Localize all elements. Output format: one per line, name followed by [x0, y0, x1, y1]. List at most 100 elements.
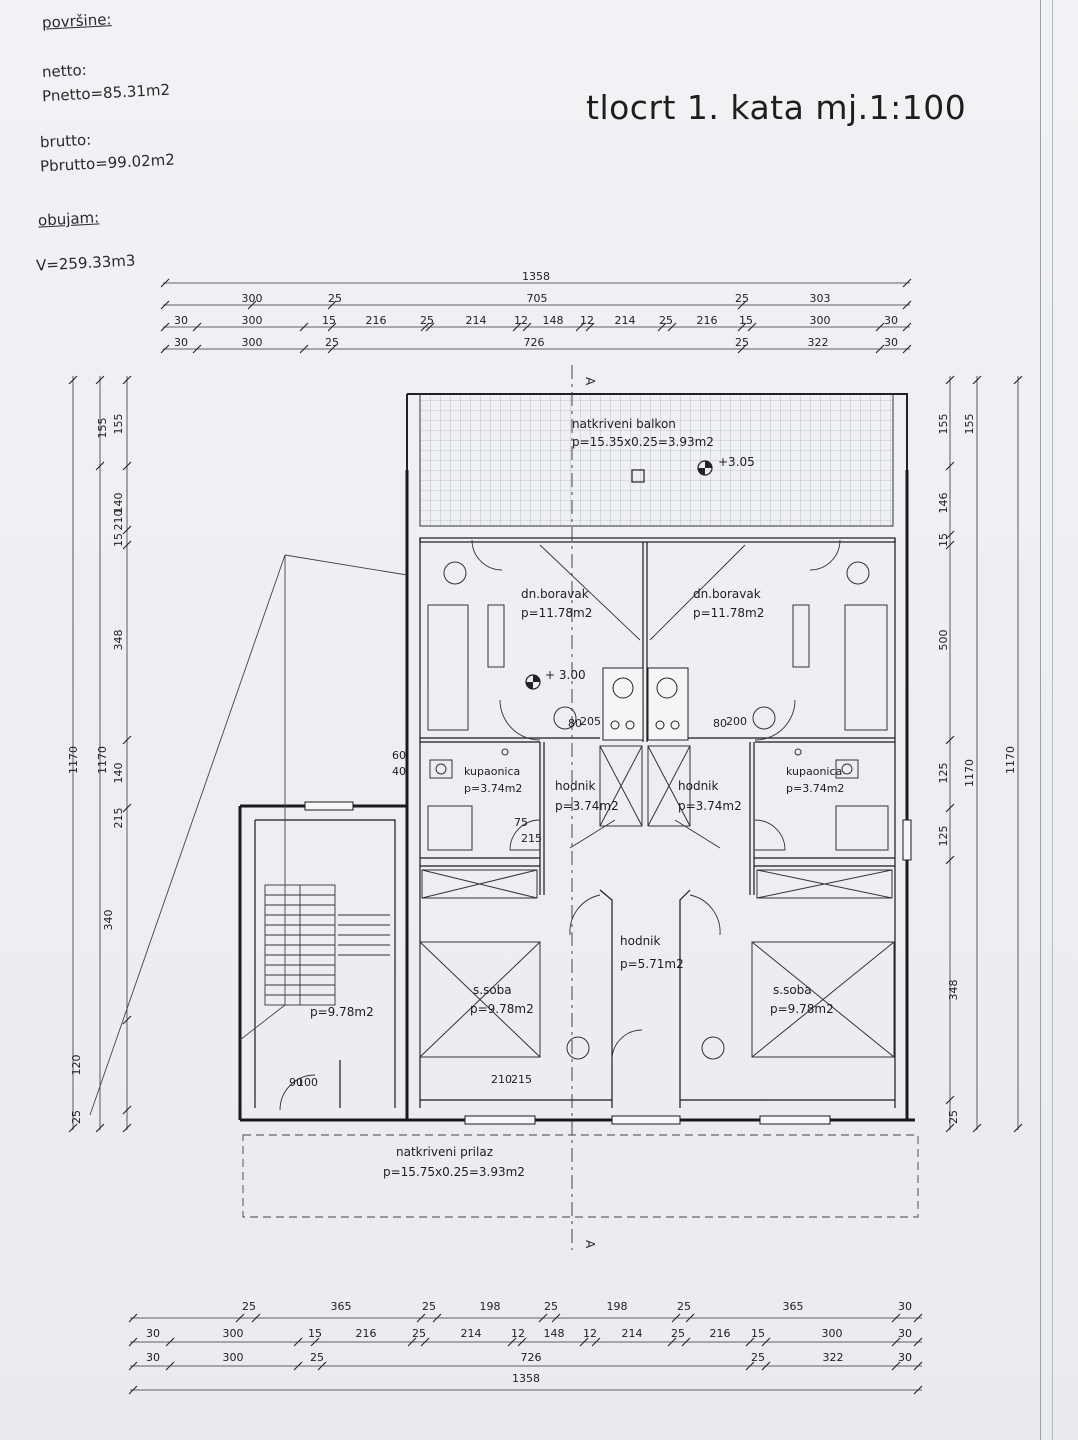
top-dim-row4-1: 300 — [242, 336, 263, 349]
door-label-1: 205 — [580, 715, 601, 728]
right-dim-4: 500 — [937, 630, 950, 651]
top-tick-25 — [299, 344, 309, 354]
bottom-dim-row2-3: 216 — [356, 1327, 377, 1340]
top-tick-18 — [667, 322, 677, 332]
hall-center-area: p=5.71m2 — [620, 957, 684, 971]
left-dim-6: 15 — [112, 533, 125, 547]
bottom-dim-row1-8: 30 — [898, 1300, 912, 1313]
bottom-tick-17 — [507, 1337, 517, 1347]
bed-left-area: p=9.78m2 — [470, 1002, 534, 1016]
bed-left-name: s.soba — [473, 983, 512, 997]
bottom-tick-30 — [317, 1361, 327, 1371]
top-tick-23 — [160, 344, 170, 354]
top-tick-17 — [657, 322, 667, 332]
bottom-tick-3 — [416, 1313, 426, 1323]
hall-right-name: hodnik — [678, 779, 719, 793]
side-tick-16 — [945, 530, 955, 540]
side-tick-17 — [945, 540, 955, 550]
bottom-dim-row1-3: 198 — [480, 1300, 501, 1313]
bottom-dim-row2-2: 15 — [308, 1327, 322, 1340]
bottom-tick-6 — [551, 1313, 561, 1323]
door-label-8: 210 — [491, 1073, 512, 1086]
side-tick-3 — [95, 461, 105, 471]
top-tick-29 — [902, 344, 912, 354]
top-tick-6 — [902, 300, 912, 310]
bottom-tick-18 — [517, 1337, 527, 1347]
elevation-marker-icon — [525, 460, 713, 690]
bottom-dim-row3-3: 726 — [521, 1351, 542, 1364]
top-dim-row2-3: 25 — [735, 292, 749, 305]
bottom-tick-22 — [681, 1337, 691, 1347]
bottom-dim-row2-5: 214 — [461, 1327, 482, 1340]
bottom-dim-row2-9: 214 — [622, 1327, 643, 1340]
bottom-tick-9 — [891, 1313, 901, 1323]
right-dim-8: 25 — [947, 1110, 960, 1124]
bottom-tick-4 — [432, 1313, 442, 1323]
side-tick-26 — [1013, 1123, 1023, 1133]
bottom-dim-row2-1: 300 — [223, 1327, 244, 1340]
bottom-tick-15 — [407, 1337, 417, 1347]
side-tick-8 — [122, 540, 132, 550]
top-tick-19 — [737, 322, 747, 332]
exterior-walls — [238, 470, 915, 1122]
left-dim-3: 155 — [96, 418, 109, 439]
top-dim-row3-10: 25 — [659, 314, 673, 327]
top-dim-row3-3: 216 — [366, 314, 387, 327]
bottom-tick-28 — [165, 1361, 175, 1371]
left-dim-5: 140 — [112, 493, 125, 514]
left-dim-10: 340 — [102, 910, 115, 931]
top-tick-5 — [737, 300, 747, 310]
approach-name: natkriveni prilaz — [396, 1145, 493, 1159]
side-tick-5 — [122, 375, 132, 385]
bottom-dim-row1-4: 25 — [544, 1300, 558, 1313]
side-tick-9 — [122, 735, 132, 745]
side-tick-18 — [945, 735, 955, 745]
left-dim-11: 120 — [70, 1055, 83, 1076]
side-tick-19 — [945, 803, 955, 813]
stair-area: p=9.78m2 — [310, 1005, 374, 1019]
side-tick-2 — [95, 375, 105, 385]
bottom-tick-26 — [913, 1337, 923, 1347]
bottom-tick-8 — [685, 1313, 695, 1323]
top-dim-row3-5: 214 — [466, 314, 487, 327]
door-label-7: 100 — [297, 1076, 318, 1089]
bed-right-area: p=9.78m2 — [770, 1002, 834, 1016]
bottom-dim-row1-7: 365 — [783, 1300, 804, 1313]
bottom-dim-row2-12: 15 — [751, 1327, 765, 1340]
left-dim-2: 210 — [112, 510, 125, 531]
bottom-tick-12 — [165, 1337, 175, 1347]
bottom-dim-row2-6: 12 — [511, 1327, 525, 1340]
left-dim-7: 348 — [112, 630, 125, 651]
interior-walls — [254, 537, 896, 1108]
right-dim-2: 146 — [937, 493, 950, 514]
right-dim-5: 125 — [937, 763, 950, 784]
top-dim-row3-2: 15 — [322, 314, 336, 327]
side-tick-13 — [122, 1123, 132, 1133]
left-dim-0: 1170 — [67, 746, 80, 774]
hall-center-name: hodnik — [620, 934, 661, 948]
top-dim-row4-0: 30 — [174, 336, 188, 349]
floor-elevation: + 3.00 — [545, 668, 586, 682]
furniture — [419, 561, 895, 1060]
right-dim-9: 1170 — [963, 759, 976, 787]
door-label-2: 75 — [514, 816, 528, 829]
side-tick-6 — [122, 461, 132, 471]
bath-left-area: p=3.74m2 — [464, 782, 522, 795]
bath-right-name: kupaonica — [786, 765, 842, 778]
bottom-dimension-lines — [130, 1317, 922, 1391]
bottom-tick-34 — [913, 1361, 923, 1371]
bath-left-name: kupaonica — [464, 765, 520, 778]
bottom-dim-row3-4: 25 — [751, 1351, 765, 1364]
top-tick-11 — [420, 322, 430, 332]
side-tick-11 — [122, 1015, 132, 1025]
top-dim-row1-0: 1358 — [522, 270, 550, 283]
door-label-4: 60 — [392, 749, 406, 762]
entry-ramp — [89, 554, 408, 1116]
top-dim-row3-8: 12 — [580, 314, 594, 327]
bathroom-fixtures — [427, 748, 889, 851]
bottom-tick-2 — [251, 1313, 261, 1323]
bottom-tick-20 — [591, 1337, 601, 1347]
side-tick-14 — [945, 375, 955, 385]
bottom-dim-row3-5: 322 — [823, 1351, 844, 1364]
